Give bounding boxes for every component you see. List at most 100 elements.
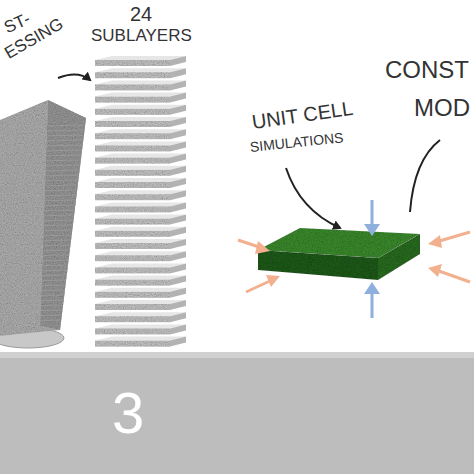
- print-line: [0, 265, 67, 267]
- print-line: [0, 215, 73, 217]
- sublayer-side: [170, 117, 186, 127]
- sublayer-top: [95, 117, 186, 121]
- print-line: [0, 220, 73, 222]
- print-line: [0, 205, 74, 207]
- print-line: [0, 185, 77, 187]
- step-label: SIMULATIONS: [249, 130, 344, 154]
- print-line: [0, 145, 82, 147]
- sublayer-front: [95, 316, 170, 322]
- sublayer-top: [95, 80, 186, 84]
- sublayer-front: [95, 133, 170, 139]
- sublayer-front: [95, 267, 170, 273]
- sublayer-side: [170, 300, 186, 310]
- step-label: MOD: [414, 96, 470, 120]
- sublayer-side: [170, 337, 186, 347]
- print-line: [0, 260, 68, 262]
- sublayer-side: [170, 129, 186, 139]
- sublayer-front: [95, 328, 170, 334]
- unit-cell-side: [378, 234, 420, 280]
- sublayer-top: [95, 215, 186, 219]
- print-line: [0, 245, 70, 247]
- sublayer-side: [170, 215, 186, 225]
- sublayer-front: [95, 170, 170, 176]
- print-line: [0, 200, 75, 202]
- print-line: [0, 320, 61, 322]
- sublayer-side: [170, 105, 186, 115]
- sublayer-top: [95, 166, 186, 170]
- sublayer-side: [170, 263, 186, 273]
- load-arrow: [436, 232, 470, 242]
- print-line: [0, 225, 72, 227]
- sublayer-front: [95, 158, 170, 164]
- sublayer-top: [95, 154, 186, 158]
- print-line: [0, 290, 64, 292]
- print-line: [0, 255, 68, 257]
- sublayer-front: [95, 206, 170, 212]
- sublayer-side: [170, 154, 186, 164]
- sublayer-side: [170, 56, 186, 66]
- print-line: [0, 160, 80, 162]
- sublayer-side: [170, 312, 186, 322]
- print-line: [0, 295, 64, 297]
- sublayer-top: [95, 263, 186, 267]
- print-line: [0, 150, 81, 152]
- simulation-arrow: [286, 168, 340, 228]
- print-line: [0, 275, 66, 277]
- sublayer-stack: [95, 56, 186, 347]
- print-line: [0, 165, 79, 167]
- load-arrow-head: [428, 264, 442, 277]
- sublayer-front: [95, 84, 170, 90]
- sublayer-top: [95, 312, 186, 316]
- sublayer-front: [95, 194, 170, 200]
- print-line: [0, 125, 84, 127]
- print-line: [0, 310, 62, 312]
- sublayer-top: [95, 190, 186, 194]
- print-line: [0, 305, 62, 307]
- sublayer-front: [95, 121, 170, 127]
- print-line: [0, 300, 63, 302]
- sublayer-front: [95, 97, 170, 103]
- sublayer-front: [95, 243, 170, 249]
- load-arrow: [371, 200, 374, 228]
- print-line: [0, 230, 71, 232]
- step-label: UNIT CELL: [251, 98, 355, 132]
- load-arrow-head: [428, 235, 442, 248]
- sublayer-side: [170, 239, 186, 249]
- print-line: [0, 235, 71, 237]
- ground-edge: [0, 352, 474, 358]
- sublayer-front: [95, 304, 170, 310]
- load-arrow: [246, 280, 272, 292]
- model-arc: [410, 140, 440, 212]
- sublayer-top: [95, 300, 186, 304]
- print-line: [0, 195, 76, 197]
- sublayer-top: [95, 276, 186, 280]
- sublayer-top: [95, 288, 186, 292]
- sublayer-front: [95, 109, 170, 115]
- sublayer-front: [95, 145, 170, 151]
- sublayer-side: [170, 166, 186, 176]
- sublayer-front: [95, 292, 170, 298]
- unit-cell-front: [258, 250, 378, 280]
- print-line: [0, 270, 67, 272]
- print-line: [0, 285, 65, 287]
- sublayer-top: [95, 129, 186, 133]
- sublayer-side: [170, 141, 186, 151]
- panel-number: 3: [112, 384, 144, 442]
- sublayer-side: [170, 288, 186, 298]
- sublayer-front: [95, 182, 170, 188]
- sublayer-top: [95, 251, 186, 255]
- step-label: CONST: [385, 58, 469, 82]
- printed-part: [0, 100, 86, 336]
- load-arrow-head: [364, 224, 380, 236]
- sublayer-side: [170, 324, 186, 334]
- sublayer-top: [95, 239, 186, 243]
- sublayer-top: [95, 202, 186, 206]
- sublayer-top: [95, 141, 186, 145]
- count-label: 24: [130, 4, 152, 24]
- load-arrow-head: [266, 275, 280, 287]
- ground-band: [0, 352, 474, 474]
- print-line: [0, 210, 74, 212]
- load-arrow: [436, 270, 470, 282]
- sublayer-front: [95, 280, 170, 286]
- load-arrow-head: [255, 241, 270, 254]
